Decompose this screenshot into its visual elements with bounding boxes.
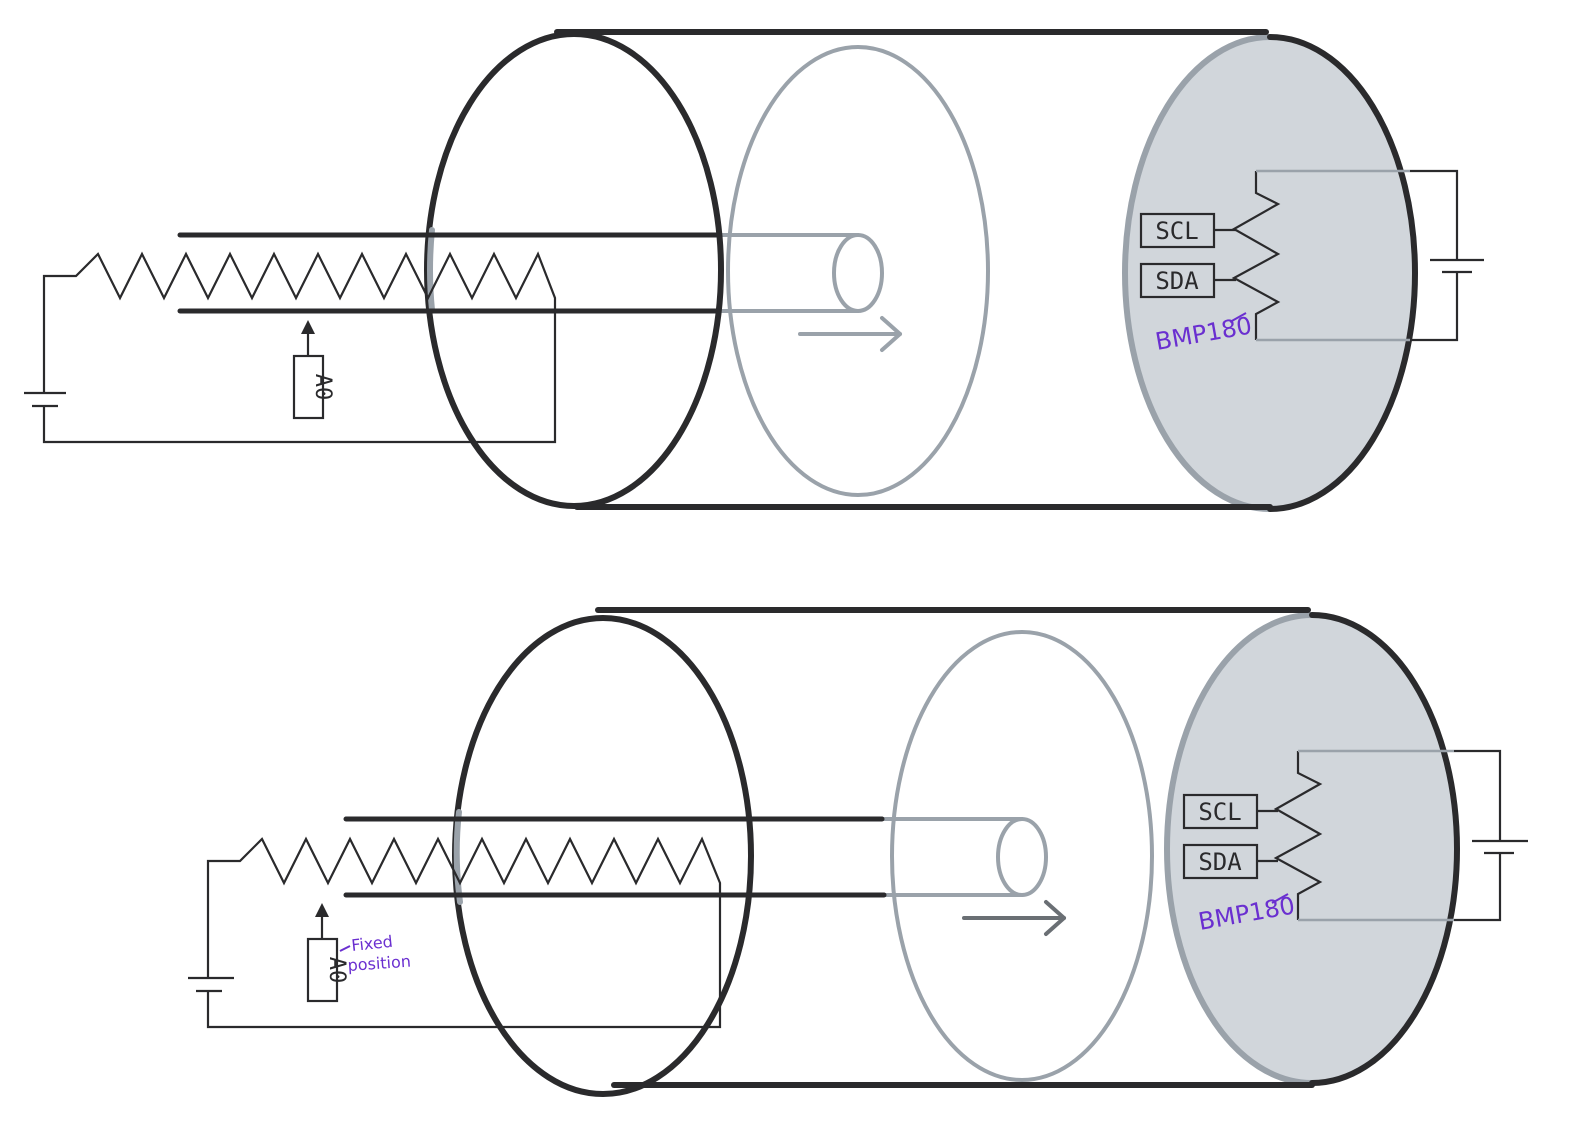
bottom-front-rim: [452, 615, 754, 1097]
bottom-a0-pin: A0: [306, 937, 349, 1003]
bottom-scl-label: SCL: [1198, 798, 1241, 826]
bottom-resistor-zigzag: [206, 836, 722, 1029]
bottom-sensor-zigzag: [1273, 751, 1323, 920]
bottom-sensor-battery-wire: [1454, 749, 1502, 840]
fixed-note-line2: position: [347, 952, 412, 975]
bottom-sensor-battery: [1472, 839, 1528, 855]
bottom-sda-pin: SDA: [1182, 843, 1278, 880]
top-sensor-zigzag: [1231, 171, 1281, 340]
bottom-fixed-position-note: Fixed position: [339, 932, 412, 975]
bottom-battery: [188, 976, 234, 993]
top-wiper-arrow: [301, 320, 315, 355]
bottom-a0-label: A0: [324, 957, 349, 984]
top-sensor-battery-wire-return: [1410, 272, 1459, 342]
top-sda-pin: SDA: [1139, 262, 1236, 299]
bottom-sda-label: SDA: [1198, 848, 1242, 876]
top-end-cap-outline-front: [1122, 34, 1273, 512]
top-rod-end: [832, 233, 884, 313]
bottom-piston-disc: [890, 630, 1154, 1082]
bottom-diagram: A0 Fixed position SCL SDA BMP180: [188, 607, 1528, 1097]
top-piston-disc: [726, 45, 990, 497]
top-resistor-zigzag: [42, 251, 557, 444]
bottom-motion-arrow: [962, 900, 1066, 936]
bottom-end-cap-outline-back: [1309, 612, 1460, 1086]
top-a0-pin: A0: [292, 354, 335, 420]
bottom-end-cap: [1167, 615, 1457, 1083]
bottom-wiper-arrow: [315, 903, 329, 938]
top-end-cap: [1125, 37, 1415, 509]
top-front-rim-grey-overlap: [427, 227, 435, 313]
bottom-scl-pin: SCL: [1182, 793, 1278, 830]
top-front-rim: [424, 31, 724, 509]
bottom-rod-end: [996, 817, 1048, 897]
bottom-front-rim-grey-overlap: [453, 809, 463, 905]
bottom-end-cap-outline-front: [1164, 612, 1315, 1086]
bottom-sensor-battery-wire-return: [1454, 853, 1502, 922]
fixed-note-line1: Fixed: [350, 932, 393, 955]
top-diagram: A0 SCL SDA BMP180: [24, 29, 1484, 512]
top-scl-label: SCL: [1155, 217, 1198, 245]
top-sda-label: SDA: [1155, 267, 1199, 295]
top-a0-label: A0: [310, 374, 335, 401]
top-motion-arrow: [798, 316, 902, 352]
top-sensor-battery-wire: [1410, 169, 1459, 259]
top-sensor-battery: [1430, 258, 1484, 274]
top-end-cap-outline-back: [1267, 34, 1418, 512]
top-scl-pin: SCL: [1139, 212, 1236, 249]
top-battery: [24, 391, 66, 408]
